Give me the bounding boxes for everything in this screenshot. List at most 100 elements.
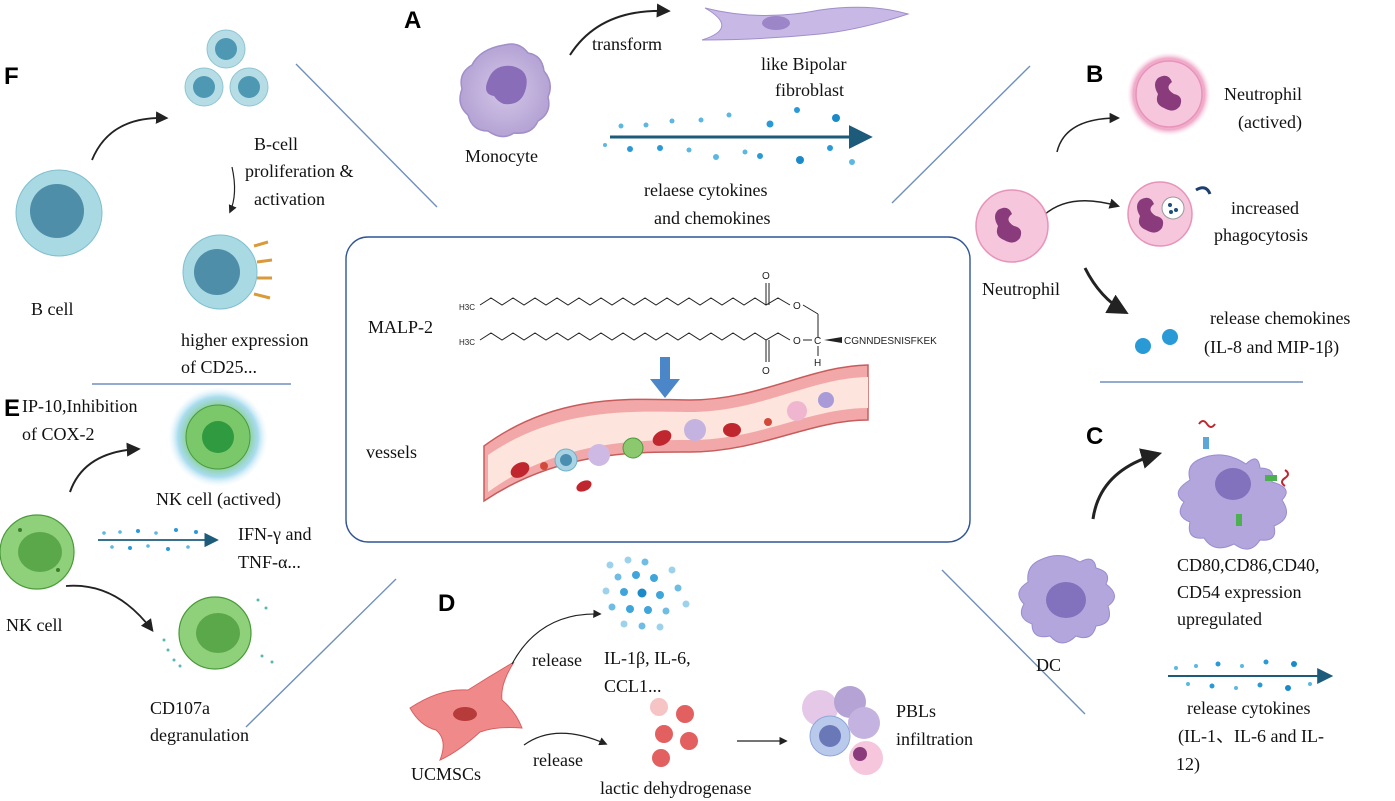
dc-cytokine-label-line2: (IL-1、IL-6 and IL- <box>1178 726 1324 747</box>
divider-lines <box>92 63 1303 728</box>
ifn-release-stream <box>98 528 219 551</box>
panel-c-label: C <box>1086 423 1103 450</box>
dc-label: DC <box>1036 655 1061 675</box>
proliferating-b-cells <box>184 29 269 107</box>
down-arrow-icon <box>650 357 680 398</box>
markers-label-line2: CD54 expression <box>1177 582 1302 602</box>
o-atom-bottom: O <box>762 366 770 377</box>
activated-neutrophil-label-line1: Neutrophil <box>1224 84 1302 104</box>
monocyte-nucleus <box>486 65 527 105</box>
o-atom-ester: O <box>793 301 801 312</box>
ucmsc-cell <box>409 661 523 761</box>
ligand-2 <box>1281 469 1289 487</box>
activated-neutrophil <box>1127 52 1211 136</box>
monocyte-small-nucleus <box>560 454 572 466</box>
ldh-molecules <box>650 698 698 767</box>
release-arrow-2 <box>523 732 608 746</box>
phagocytosis-arrow <box>1043 198 1121 216</box>
blood-vessel <box>483 364 869 503</box>
rbc-4 <box>576 480 592 492</box>
fibroblast-body <box>701 6 910 41</box>
fibroblast-nucleus <box>762 16 790 30</box>
rbc-1 <box>510 462 530 478</box>
nk-activated-label: NK cell (actived) <box>156 489 281 510</box>
ifn-label-line2: TNF-α... <box>238 552 301 572</box>
cd25-label-line1: higher expression <box>181 330 308 350</box>
granulocyte-small <box>588 444 610 466</box>
nk-nucleus <box>18 532 62 572</box>
cytokine-release-stream <box>603 107 873 165</box>
panel-d: D UCMSCs release IL-1β, IL-6, CCL1... re… <box>409 556 973 798</box>
h3c-top-label: H3C <box>459 303 475 312</box>
receptor-2 <box>1265 475 1277 481</box>
activated-neutrophil-label-line2: (actived) <box>1238 112 1302 133</box>
panel-a: A Monocyte transform like Bipolar fibrob… <box>404 3 910 228</box>
activated-dc-nucleus <box>1215 468 1251 500</box>
bacteria-icon <box>1195 186 1212 195</box>
vessels-label: vessels <box>366 442 417 462</box>
activated-dc-body <box>1177 454 1287 550</box>
phagocytic-neutrophil-nucleus <box>1137 197 1164 233</box>
dc-activation-arrow <box>1091 448 1163 520</box>
cd25-receptors <box>253 240 273 300</box>
panel-f-label: F <box>4 63 19 90</box>
panel-f: F B-cell proliferation & activation B ce… <box>4 29 353 377</box>
activated-nk-cell <box>168 387 268 487</box>
proliferation-arrow <box>91 111 169 161</box>
panel-e: E IP-10,Inhibition of COX-2 NK cell (act… <box>0 387 311 745</box>
center-panel: MALP-2 H3C H3C O O O O C CGNNDESNISFKEK … <box>345 236 971 543</box>
o-atom-chain: O <box>793 336 801 347</box>
malp2-structure: H3C H3C O O O O C CGNNDESNISFKEK H <box>459 271 937 377</box>
panel-a-label: A <box>404 7 421 34</box>
dendritic-cell <box>1018 555 1115 644</box>
activation-arrow-f <box>228 166 237 214</box>
ester-bond <box>802 304 819 315</box>
activated-b-cell <box>182 234 273 310</box>
pbls-label-line1: PBLs <box>896 701 936 721</box>
panel-e-label: E <box>4 395 20 422</box>
b-cell <box>15 169 103 257</box>
dc-small <box>818 392 834 408</box>
activation-arrow <box>1056 112 1121 153</box>
nk-activation-arrow <box>69 442 141 493</box>
proliferation-label-line2: proliferation & <box>245 161 353 181</box>
degranulating-nk-cell <box>162 596 274 670</box>
ip10-label-line1: IP-10,Inhibition <box>22 396 138 416</box>
release-label-1: release <box>532 650 582 670</box>
panel-c: C DC CD80,CD86,CD40, CD54 expression upr… <box>1018 420 1334 775</box>
dc-cytokine-stream <box>1168 659 1334 691</box>
release-arrow-1 <box>511 609 602 665</box>
platelet-1 <box>540 462 548 470</box>
chemokine-label-line1: release chemokines <box>1210 308 1350 328</box>
markers-label-line3: upregulated <box>1177 609 1262 629</box>
activated-b-cell-nucleus <box>194 249 240 295</box>
fibroblast-label-line1: like Bipolar <box>761 54 846 74</box>
cd25-label-line2: of CD25... <box>181 357 257 377</box>
interleukin-cluster <box>602 556 690 631</box>
vessel-lumen <box>488 377 868 492</box>
panel-d-label: D <box>438 590 455 617</box>
dc-cytokine-label-line3: 12) <box>1176 754 1200 775</box>
fatty-chain-top <box>479 297 791 306</box>
panel-b-label: B <box>1086 61 1103 88</box>
phagocytosis-label-line1: increased <box>1231 198 1299 218</box>
panel-b: B Neutrophil (actived) increased phagocy… <box>975 52 1350 358</box>
dc-cytokine-label-line1: release cytokines <box>1187 698 1310 718</box>
pbls-label-line2: infiltration <box>896 729 973 749</box>
lymphocyte-purple <box>684 419 706 441</box>
o-atom-top: O <box>762 271 770 282</box>
center-box <box>345 236 971 543</box>
phagocytosis-label-line2: phagocytosis <box>1214 225 1308 245</box>
neutrophil-small <box>787 401 807 421</box>
degranulation-arrow <box>65 584 154 633</box>
activated-neutrophil-nucleus <box>1155 75 1182 111</box>
markers-label-line1: CD80,CD86,CD40, <box>1177 555 1320 575</box>
neutrophil-label: Neutrophil <box>982 279 1060 299</box>
monocyte-cell <box>459 43 551 138</box>
interleukin-label-line1: IL-1β, IL-6, <box>604 648 691 668</box>
ldh-label: lactic dehydrogenase <box>600 778 751 798</box>
release-label-2: release <box>533 750 583 770</box>
fibroblast-cell <box>701 6 910 41</box>
transform-arrow <box>569 3 671 56</box>
degranulating-nk-nucleus <box>196 613 240 653</box>
